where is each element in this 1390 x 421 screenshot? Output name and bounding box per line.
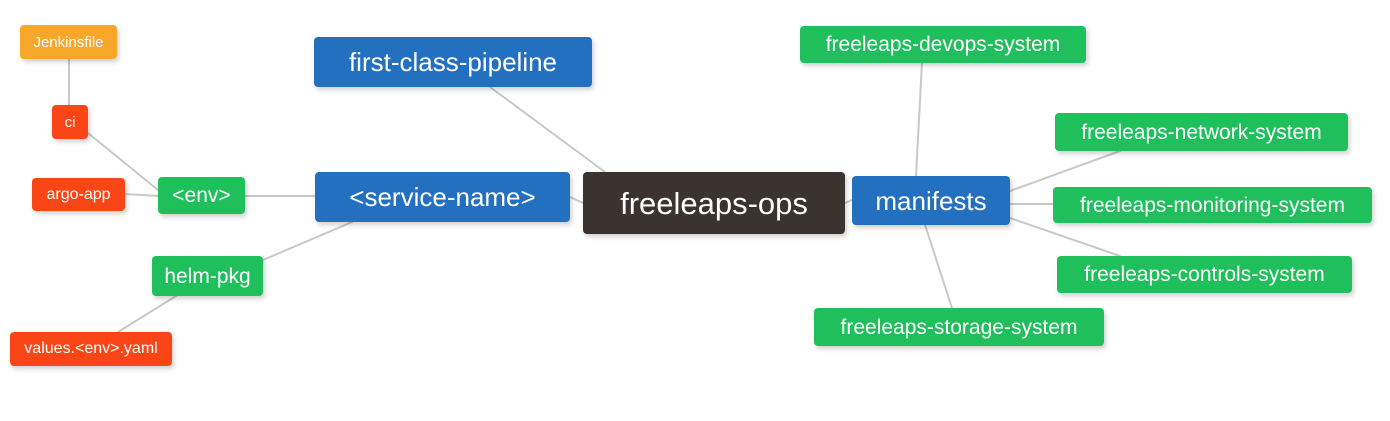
node-freeleaps-storage-system[interactable]: freeleaps-storage-system [814,308,1104,346]
node-label-manifests: manifests [875,185,987,216]
node-values-env-yaml[interactable]: values.<env>.yaml [10,332,172,366]
node-freeleaps-network-system[interactable]: freeleaps-network-system [1055,113,1348,151]
node-helm-pkg[interactable]: helm-pkg [152,256,263,296]
node-freeleaps-ops[interactable]: freeleaps-ops [583,172,845,234]
node-label-env: <env> [172,184,231,207]
node-label-freeleaps-network-system: freeleaps-network-system [1081,120,1322,144]
node-label-service-name: <service-name> [349,182,536,212]
node-ci[interactable]: ci [52,105,88,139]
node-label-ci: ci [64,113,76,131]
node-label-freeleaps-controls-system: freeleaps-controls-system [1084,263,1325,286]
node-freeleaps-controls-system[interactable]: freeleaps-controls-system [1057,256,1352,293]
edge-manifests-to-freeleaps-devops-system [915,62,923,177]
edge-manifests-to-freeleaps-storage-system [924,224,953,309]
node-jenkinsfile[interactable]: Jenkinsfile [20,25,117,59]
edge-helm-pkg-to-values-env-yaml [117,295,177,333]
node-label-freeleaps-monitoring-system: freeleaps-monitoring-system [1080,193,1345,217]
node-freeleaps-devops-system[interactable]: freeleaps-devops-system [800,26,1086,63]
node-label-first-class-pipeline: first-class-pipeline [348,47,558,77]
node-label-argo-app: argo-app [46,185,111,203]
edge-manifests-to-freeleaps-controls-system [1009,217,1121,257]
node-label-freeleaps-storage-system: freeleaps-storage-system [840,315,1078,339]
node-argo-app[interactable]: argo-app [32,178,125,211]
node-label-values-env-yaml: values.<env>.yaml [24,340,158,357]
edge-manifests-to-freeleaps-network-system [1009,150,1121,192]
edge-freeleaps-ops-to-first-class-pipeline [489,86,606,173]
edge-freeleaps-ops-to-manifests [844,199,853,204]
node-label-jenkinsfile: Jenkinsfile [33,33,104,51]
edge-freeleaps-ops-to-service-name [569,196,584,204]
edge-env-to-argo-app [124,193,159,197]
edge-service-name-to-helm-pkg [262,221,353,261]
node-env[interactable]: <env> [158,177,245,214]
node-label-helm-pkg: helm-pkg [164,264,251,288]
node-label-freeleaps-devops-system: freeleaps-devops-system [825,33,1061,56]
node-freeleaps-monitoring-system[interactable]: freeleaps-monitoring-system [1053,187,1372,223]
node-label-freeleaps-ops: freeleaps-ops [620,185,808,221]
node-service-name[interactable]: <service-name> [315,172,570,222]
node-first-class-pipeline[interactable]: first-class-pipeline [314,37,592,87]
node-manifests[interactable]: manifests [852,176,1010,225]
